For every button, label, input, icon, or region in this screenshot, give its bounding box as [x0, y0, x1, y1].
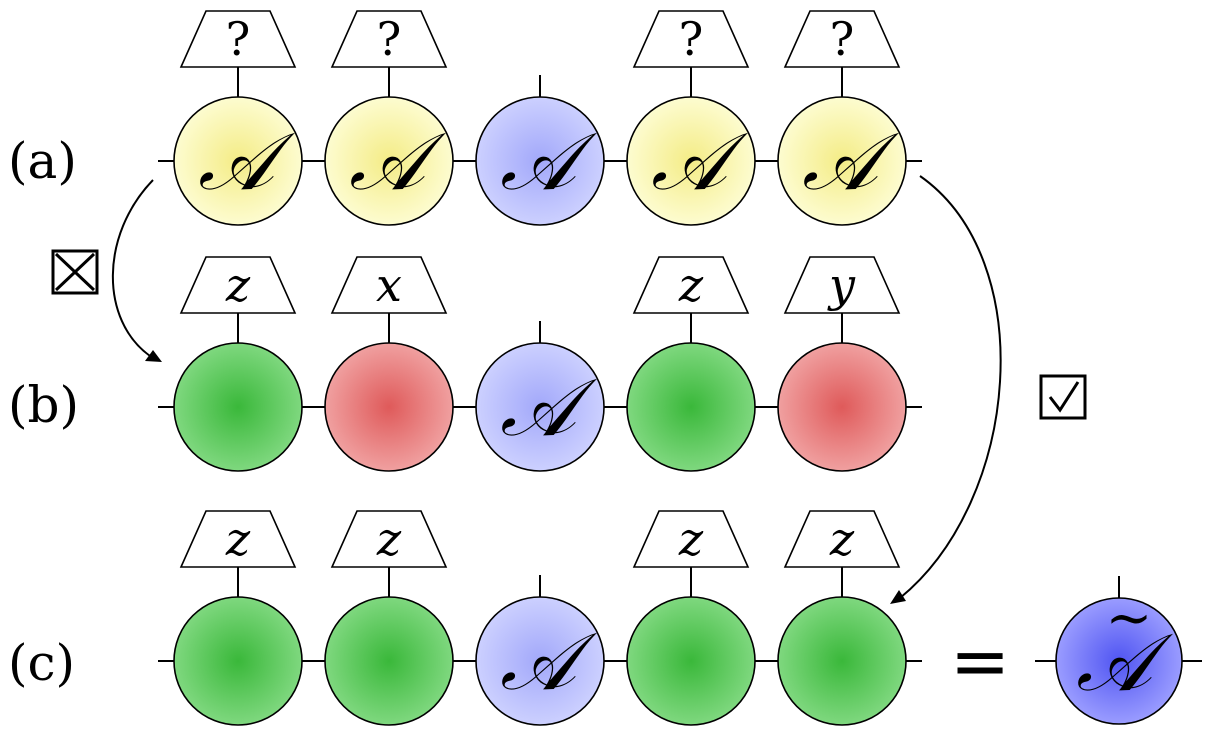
arrow-a-to-b-head	[145, 350, 162, 362]
measurement-box	[632, 256, 750, 314]
result-tensor: 𝒜 ~	[1035, 576, 1202, 725]
measurement-box	[783, 510, 901, 568]
tensor-node-yellow	[626, 96, 756, 226]
measurement-box	[179, 10, 297, 68]
measurement-outcome: z	[225, 512, 251, 566]
tensor-node-red	[777, 342, 907, 472]
tensor-node-blue	[475, 342, 605, 472]
row-label-a: (a)	[8, 132, 77, 190]
measurement-outcome: z	[678, 512, 704, 566]
measurement-outcome: z	[225, 258, 251, 312]
measurement-outcome: ?	[377, 12, 402, 66]
tensor-node-green	[777, 596, 907, 726]
measurement-box	[632, 510, 750, 568]
measurement-outcome: x	[376, 258, 402, 312]
arrow-a-to-c	[899, 175, 1002, 599]
tensor-node-green	[173, 596, 303, 726]
measurement-box	[783, 10, 901, 68]
measurement-box	[330, 10, 448, 68]
result-node	[1055, 597, 1183, 725]
tensor-node-blue	[475, 96, 605, 226]
measurement-box	[783, 256, 901, 314]
row-label-b: (b)	[8, 376, 79, 434]
measurement-box	[330, 256, 448, 314]
measurement-box	[179, 510, 297, 568]
arrow-a-to-c-head	[890, 590, 906, 604]
checked-box-icon	[1039, 374, 1087, 420]
measurement-outcome: z	[829, 512, 855, 566]
row-label-c: (c)	[8, 634, 75, 692]
arrow-a-to-b	[111, 179, 154, 357]
result-tilde-accent: ~	[1106, 586, 1153, 651]
measurement-outcome: z	[376, 512, 402, 566]
measurement-outcome: ?	[226, 12, 251, 66]
tensor-node-red	[324, 342, 454, 472]
crossed-box-icon	[51, 249, 99, 295]
measurement-box	[179, 256, 297, 314]
tensor-node-green	[626, 596, 756, 726]
measurement-outcome: ?	[830, 12, 855, 66]
measurement-outcome: ?	[679, 12, 704, 66]
measurement-box	[632, 10, 750, 68]
tensor-node-green	[173, 342, 303, 472]
measurement-outcome: z	[678, 258, 704, 312]
tensor-node-green	[324, 596, 454, 726]
measurement-outcome: y	[827, 258, 856, 312]
tensor-node-green	[626, 342, 756, 472]
equals-sign: =	[950, 619, 1010, 703]
tensor-node-yellow	[324, 96, 454, 226]
measurement-box	[330, 510, 448, 568]
tensor-node-yellow	[777, 96, 907, 226]
tensor-node-yellow	[173, 96, 303, 226]
tensor-node-blue	[475, 596, 605, 726]
